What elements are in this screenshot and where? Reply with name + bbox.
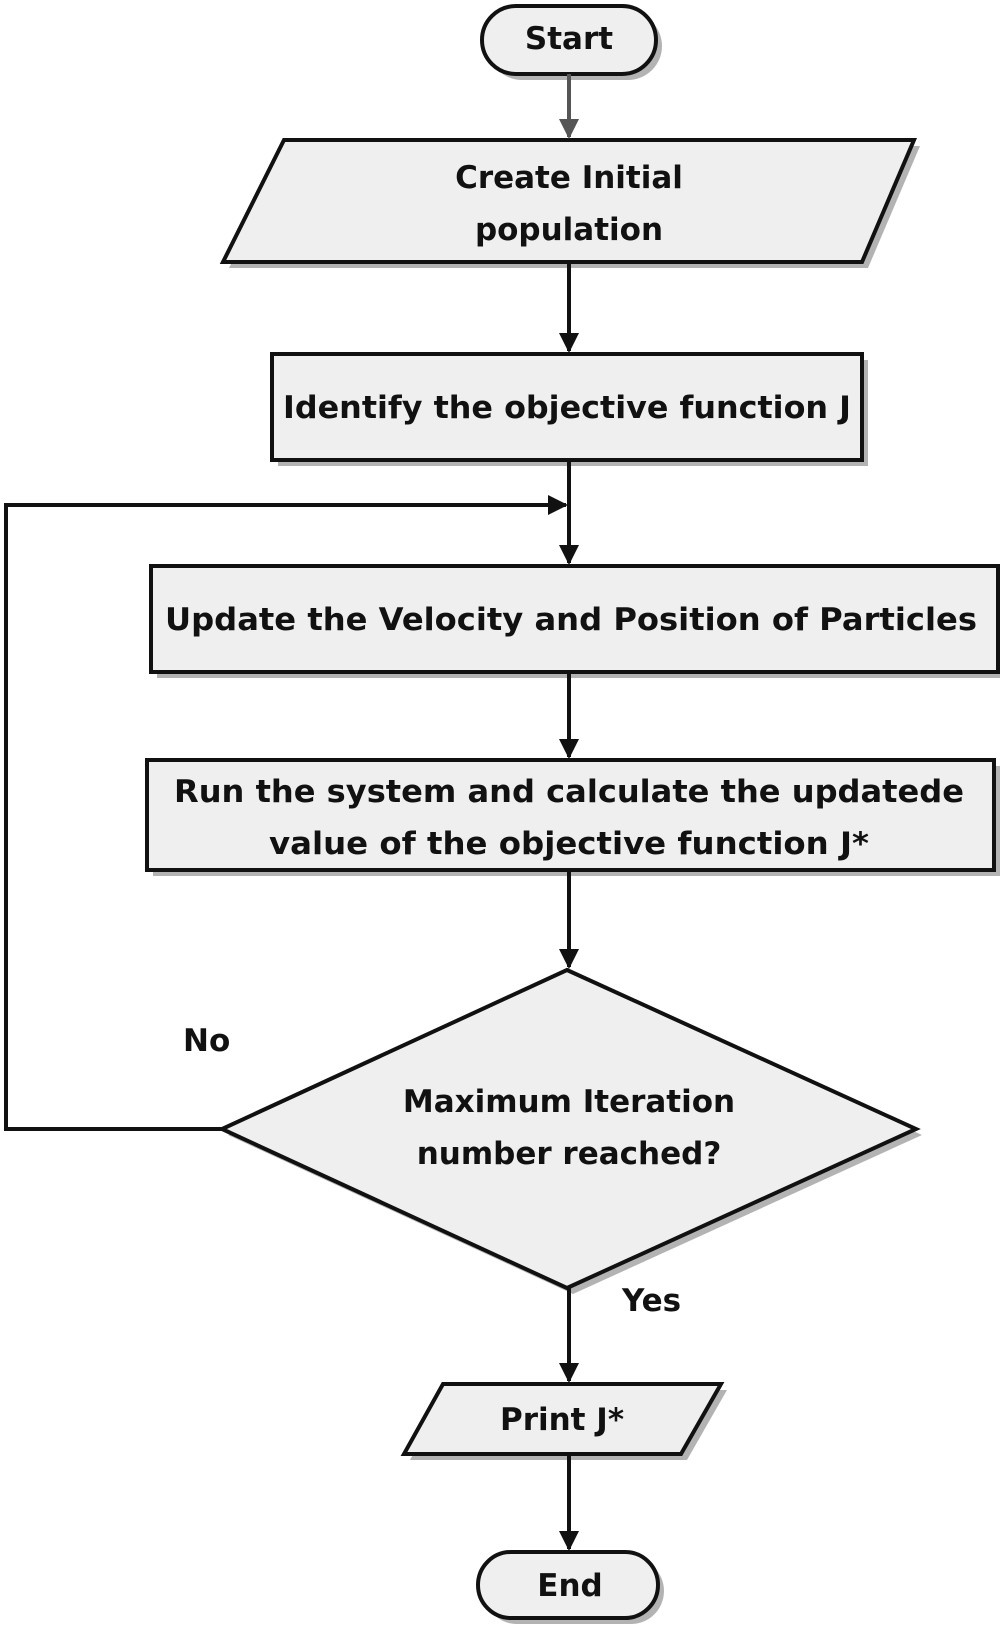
arrow-no-loop-back xyxy=(4,495,568,1131)
end-shape xyxy=(476,1550,660,1620)
no-edge-label: No xyxy=(183,1023,230,1059)
decision-label-line2: number reached? xyxy=(417,1136,722,1172)
start-terminator: Start xyxy=(480,4,658,76)
init-population-node: Create Initial population xyxy=(219,138,918,264)
print-label: Print J* xyxy=(500,1402,624,1438)
run-system-label-line2: value of the objective function J* xyxy=(269,826,869,862)
identify-objective-shape xyxy=(270,352,864,462)
run-system-shape xyxy=(145,758,996,872)
end-terminator: End xyxy=(476,1550,660,1620)
decision-label-line1: Maximum Iteration xyxy=(403,1084,735,1120)
end-label: End xyxy=(537,1568,602,1604)
start-label: Start xyxy=(525,21,613,57)
update-particles-shape xyxy=(149,564,1000,674)
decision-shape xyxy=(217,967,921,1291)
init-population-label-line1: Create Initial xyxy=(455,160,683,196)
max-iteration-decision: Maximum Iteration number reached? xyxy=(217,967,921,1291)
init-population-label-line2: population xyxy=(475,212,663,248)
identify-objective-node: Identify the objective function J xyxy=(270,352,864,462)
update-particles-node: Update the Velocity and Position of Part… xyxy=(149,564,1000,674)
identify-objective-label: Identify the objective function J xyxy=(283,390,851,426)
run-system-node: Run the system and calculate the updated… xyxy=(145,758,996,872)
connectors xyxy=(4,74,579,1551)
print-node: Print J* xyxy=(400,1382,725,1456)
print-shape xyxy=(400,1382,725,1456)
run-system-label-line1: Run the system and calculate the updated… xyxy=(174,774,964,810)
init-population-shape xyxy=(219,138,918,264)
update-particles-label: Update the Velocity and Position of Part… xyxy=(165,602,977,638)
yes-edge-label: Yes xyxy=(621,1283,681,1319)
